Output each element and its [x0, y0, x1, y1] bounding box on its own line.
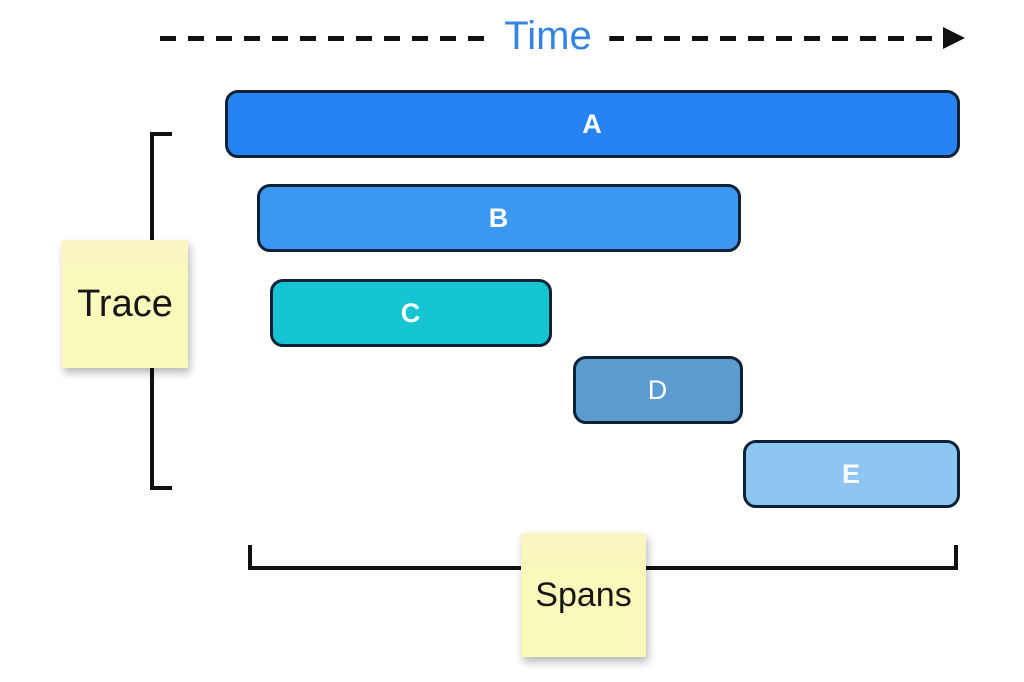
span-bar-c: C	[270, 279, 552, 347]
span-bar-b: B	[257, 184, 741, 252]
trace-note-label: Trace	[77, 282, 173, 325]
time-axis-label: Time	[486, 10, 610, 62]
spans-note: Spans	[521, 533, 646, 657]
span-bar-e: E	[743, 440, 960, 508]
span-bar-d: D	[573, 356, 743, 424]
span-bar-a: A	[225, 90, 960, 158]
trace-note: Trace	[62, 240, 188, 368]
arrow-right-icon	[943, 27, 965, 49]
spans-note-label: Spans	[535, 575, 632, 614]
